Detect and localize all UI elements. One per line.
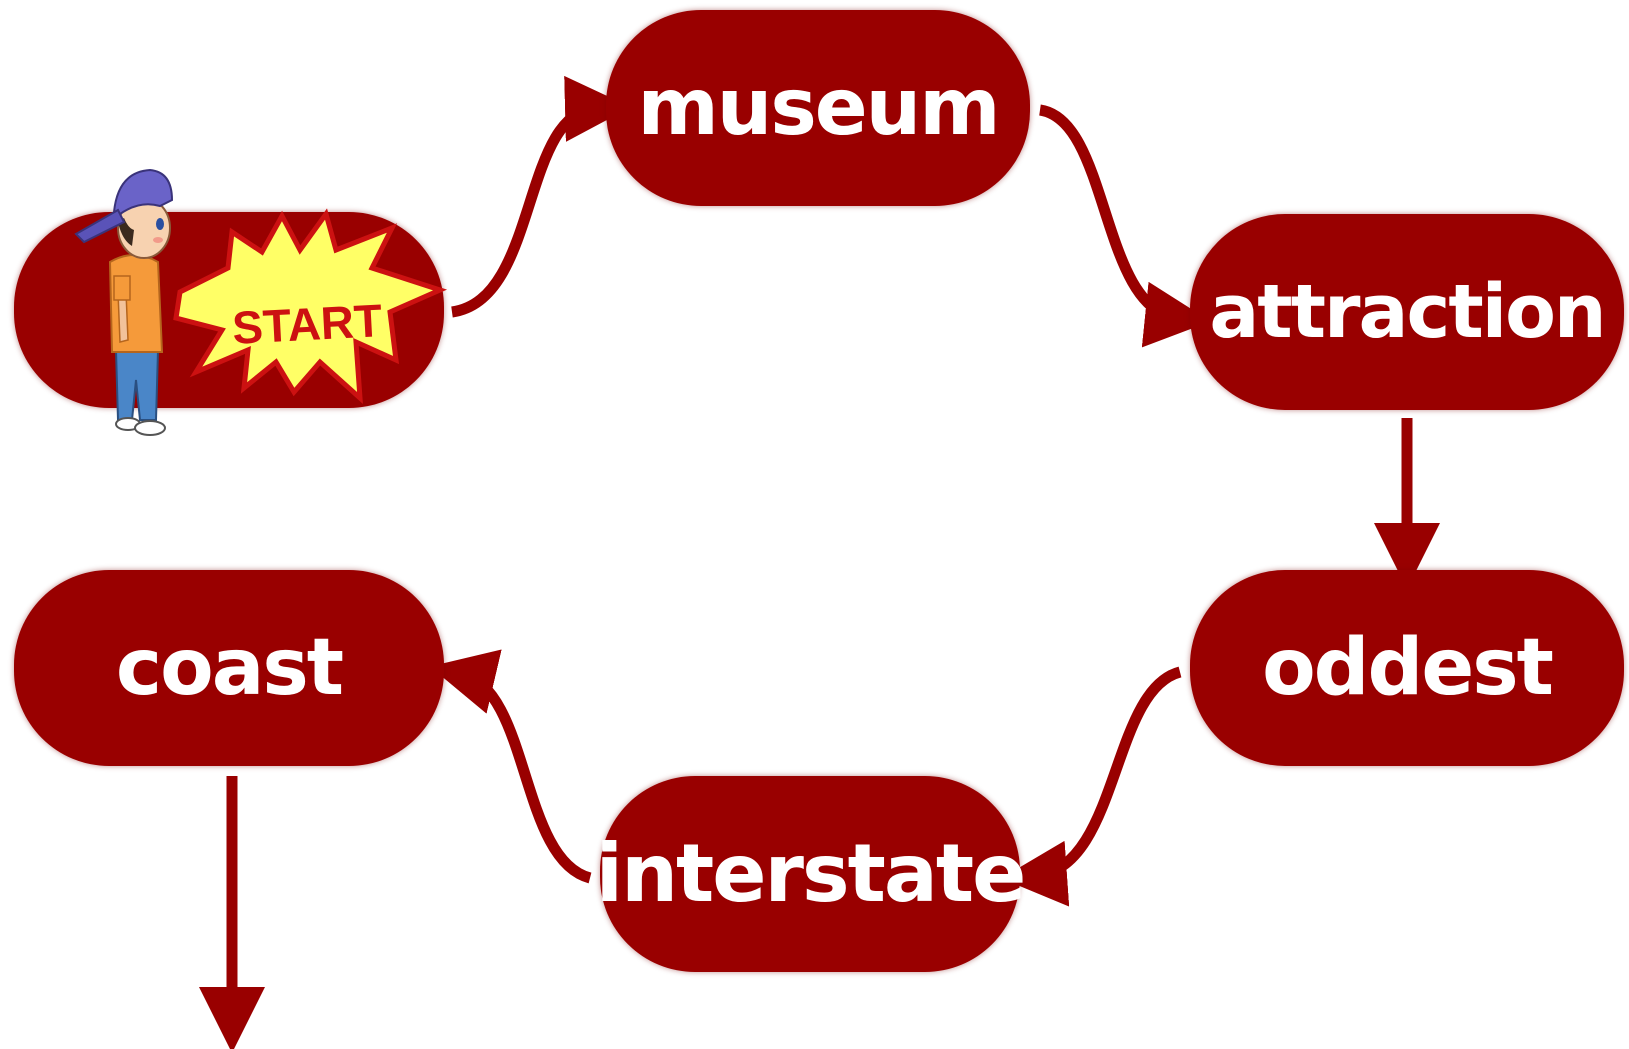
start-label: START [231,294,383,354]
boy-with-cap-icon [76,170,172,435]
